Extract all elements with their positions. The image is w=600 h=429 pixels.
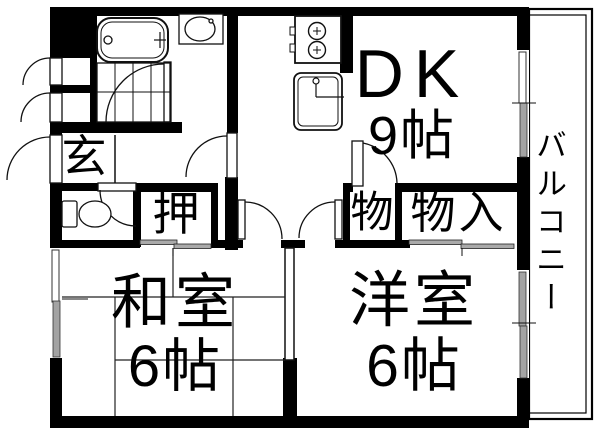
wall-oshiire-top: [133, 183, 218, 192]
wall-top: [50, 7, 529, 16]
wall-oshiire-right: [211, 183, 218, 247]
kitchen-sink: [293, 72, 344, 131]
sliding-door-monoire: [408, 239, 515, 256]
room-label-oshiire: 押: [152, 187, 200, 240]
wall-right-1: [517, 7, 529, 52]
wall-left-5: [50, 358, 62, 428]
wall-mono-left: [343, 183, 350, 248]
wall-hall-dk-lower: [225, 177, 238, 250]
washitsu-size: 6帖: [127, 334, 223, 399]
room-label-balcony: バルコニー: [531, 129, 566, 319]
door-mono-closet: [351, 140, 398, 187]
room-label-washitsu: 和室 6帖: [78, 270, 272, 398]
wall-monoire-cap: [402, 240, 410, 248]
room-label-dk: DK 9帖: [330, 36, 494, 166]
door-washitsu: [237, 199, 283, 240]
door-entrance: [6, 134, 63, 184]
wall-center-pier: [281, 240, 305, 248]
room-label-genkan: 玄: [61, 131, 107, 182]
wall-left-4: [50, 183, 62, 248]
wall-bottom: [50, 416, 529, 428]
wall-right-pier: [335, 240, 350, 248]
youshitsu-size: 6帖: [366, 333, 462, 399]
wall-kitchen-stub: [340, 13, 353, 73]
tatami-lines: [62, 248, 285, 416]
window-washitsu-west: [50, 248, 88, 358]
window-youshitsu-east: [512, 270, 536, 379]
meter-box-niches: [62, 58, 90, 122]
wall-washroom-dk: [227, 7, 238, 133]
room-label-storage-small: 物: [350, 189, 394, 237]
wall-dk-bottom: [395, 183, 517, 192]
sliding-door-oshiire: [139, 239, 212, 256]
room-label-youshitsu: 洋室 6帖: [318, 266, 510, 398]
dk-size: 9帖: [367, 106, 457, 166]
wall-right-2: [517, 157, 529, 272]
youshitsu-name: 洋室: [348, 266, 479, 334]
door-meter-box-upper: [22, 57, 63, 86]
room-label-storage-large: 物入: [410, 187, 507, 238]
doors: [6, 57, 398, 240]
wall-oshiire-left: [133, 183, 141, 247]
window-dk-east: [512, 50, 536, 158]
toilet: [61, 200, 112, 228]
meter-box-upper: [62, 58, 90, 85]
wall-mono-top-stub: [343, 183, 353, 192]
room-partition: [284, 247, 295, 361]
washbasin: [178, 13, 224, 45]
wall-toilet-top: [55, 183, 98, 191]
wall-mono-right: [395, 183, 402, 248]
bathtub: [96, 17, 169, 63]
stove: [289, 15, 342, 64]
meter-box-lower: [62, 93, 90, 122]
wall-left-2: [50, 85, 62, 93]
wall-partition-lower: [283, 358, 297, 416]
wall-right-3: [517, 378, 529, 428]
door-youshitsu: [298, 199, 343, 240]
wall-washitsu-top-2: [211, 240, 243, 248]
door-hall-dk: [185, 132, 238, 179]
wall-washitsu-top-1: [50, 240, 140, 248]
wall-mono-bottom: [343, 240, 402, 248]
washitsu-name: 和室: [111, 269, 239, 336]
exterior-walls: [50, 7, 529, 428]
wall-bath-bottom: [50, 122, 182, 133]
dk-name: DK: [354, 36, 470, 112]
bathroom-tile-floor: [96, 62, 171, 123]
wall-left-1: [50, 7, 62, 58]
door-meter-box-lower: [20, 92, 63, 123]
